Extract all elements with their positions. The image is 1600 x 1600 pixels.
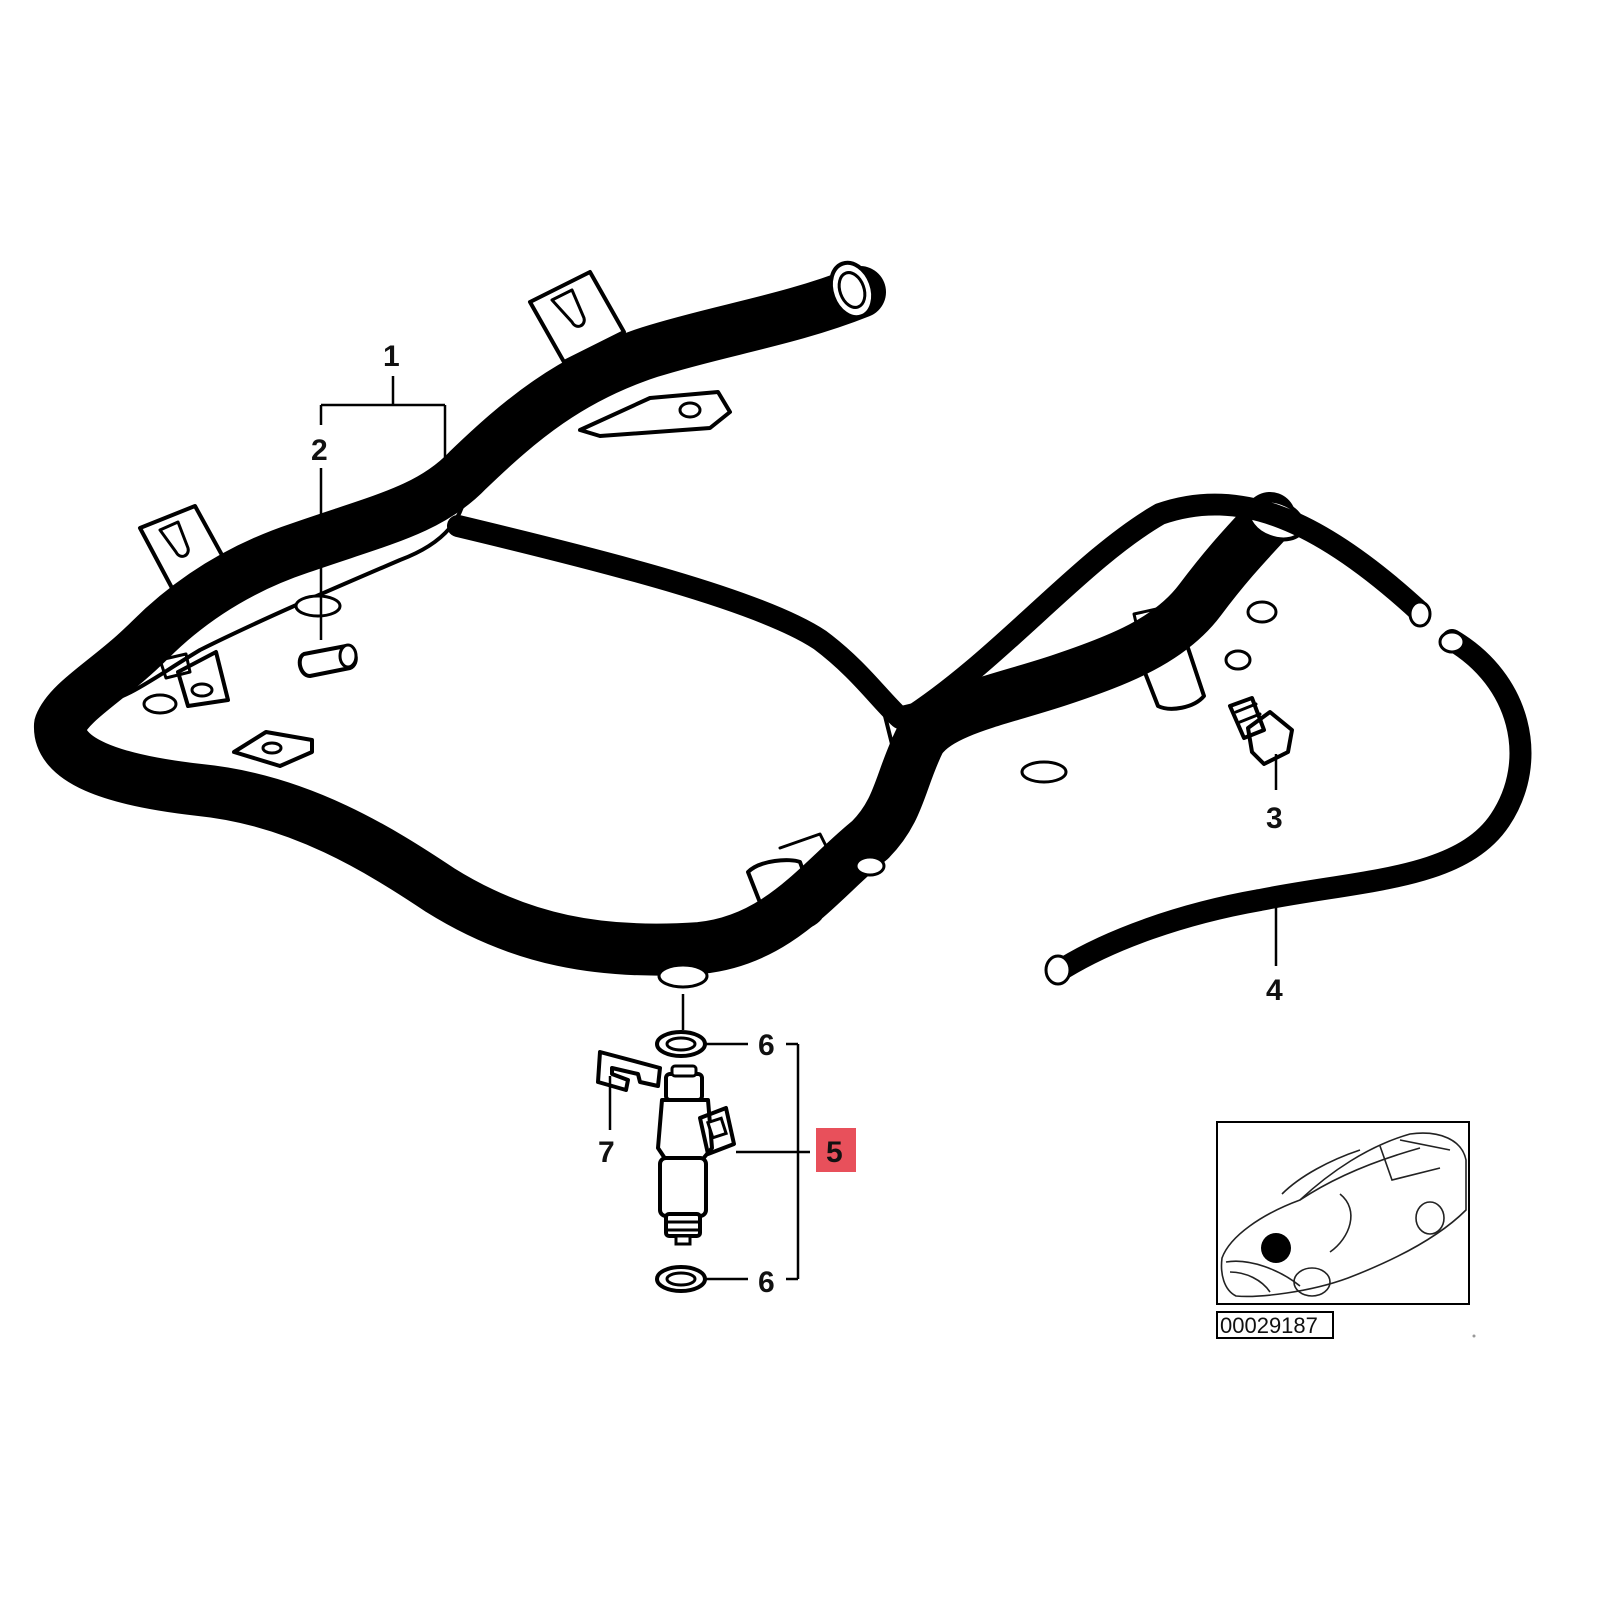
callout-5: 5 xyxy=(826,1136,843,1169)
location-marker-icon xyxy=(1261,1233,1291,1263)
callout-6-bottom: 6 xyxy=(758,1266,775,1299)
fuel-rail xyxy=(34,260,1306,989)
rail-tube xyxy=(34,266,1296,976)
injector-cups xyxy=(142,594,1278,989)
fuel-injector xyxy=(656,1064,736,1246)
mounting-bracket-rear xyxy=(528,270,626,364)
callout-5-highlight xyxy=(816,1128,856,1172)
callout-6-top: 6 xyxy=(758,1029,775,1062)
rail-bracket-mid xyxy=(232,730,314,768)
rail-clamp-right xyxy=(1132,604,1206,711)
o-ring-top xyxy=(655,1030,707,1058)
rail-bracket-left xyxy=(176,650,230,708)
callout-4: 4 xyxy=(1266,974,1283,1007)
o-ring-bottom xyxy=(655,1265,707,1293)
plug-part xyxy=(158,643,358,680)
callout-7: 7 xyxy=(598,1136,615,1169)
locator-inset: 00029187 xyxy=(1216,1121,1476,1339)
callout-2: 2 xyxy=(311,434,328,467)
reference-code: 00029187 xyxy=(1220,1313,1318,1338)
callout-1: 1 xyxy=(383,340,400,373)
car-silhouette xyxy=(1220,1132,1467,1298)
callout-3: 3 xyxy=(1266,802,1283,835)
bolt-part xyxy=(1228,696,1294,766)
rail-clamp-front xyxy=(746,832,828,933)
rail-bracket-rear xyxy=(578,390,732,438)
leader-lines xyxy=(319,376,1278,1281)
retaining-clip xyxy=(596,1050,662,1092)
fuel-hose xyxy=(1044,629,1532,986)
crossover-pipe xyxy=(447,493,1432,746)
callout-labels: 1 2 3 4 5 6 6 7 xyxy=(311,340,1283,1299)
rail-inlet-end xyxy=(828,260,876,320)
